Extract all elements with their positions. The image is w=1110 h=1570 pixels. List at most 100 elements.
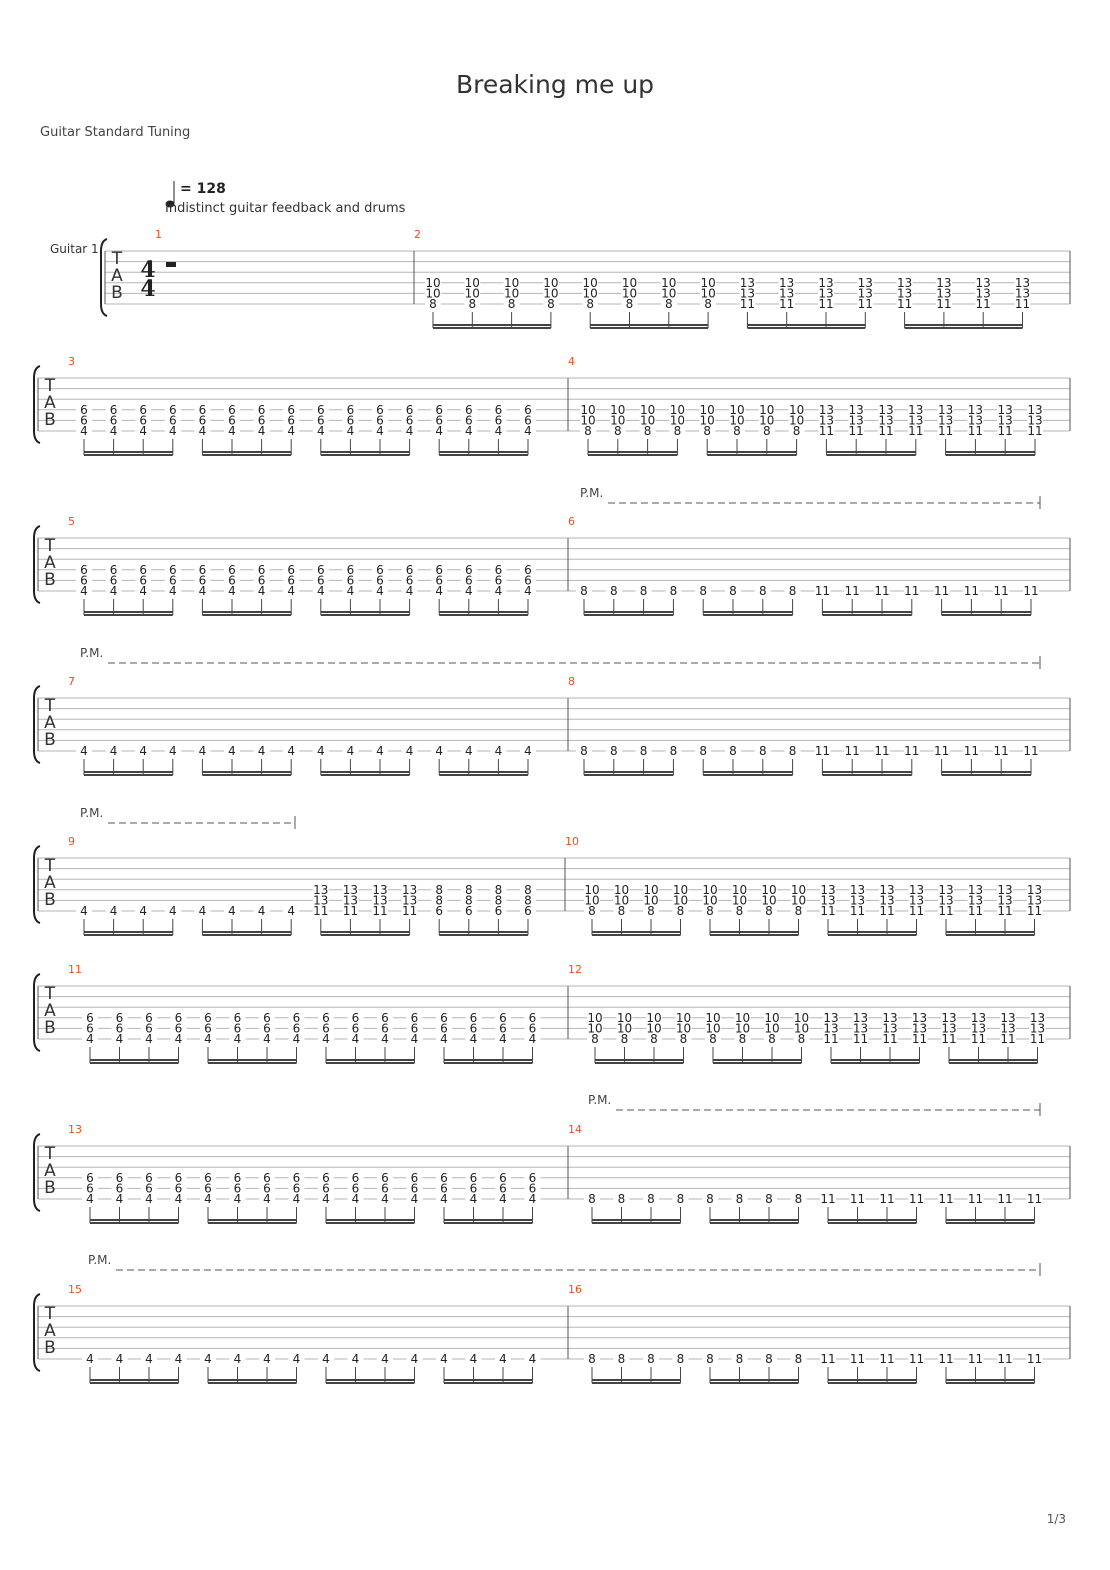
fret-number: 10: [640, 403, 655, 417]
fret-number: 13: [882, 1011, 897, 1025]
fret-number: 11: [853, 1032, 868, 1046]
fret-background: [823, 1022, 839, 1034]
fret-background: [135, 403, 152, 415]
fret-number: 11: [1027, 424, 1042, 438]
fret-background: [761, 905, 777, 916]
fret-number: 4: [293, 1352, 301, 1366]
fret-number: 10: [425, 286, 440, 300]
fret-background: [613, 883, 630, 895]
fret-background: [784, 745, 801, 756]
fret-number: 4: [317, 424, 325, 438]
fret-number: 10: [764, 1011, 779, 1025]
tab-clef-letter: A: [44, 1001, 56, 1021]
fret-number: 11: [372, 904, 387, 918]
fret-background: [372, 894, 388, 906]
measure-number: 2: [414, 228, 421, 241]
fret-number: 8: [644, 424, 652, 438]
fret-number: 6: [524, 563, 532, 577]
fret-background: [342, 745, 359, 756]
fret-background: [702, 883, 718, 895]
fret-background: [283, 425, 300, 436]
fret-number: 4: [347, 424, 355, 438]
fret-number: 6: [435, 413, 443, 427]
fret-number: 4: [347, 584, 355, 598]
fret-number: 6: [411, 1021, 419, 1035]
measure-number: 14: [568, 1123, 582, 1136]
fret-background: [967, 403, 984, 415]
fret-number: 8: [618, 1352, 626, 1366]
fret-number: 4: [406, 584, 414, 598]
fret-number: 11: [936, 297, 951, 311]
fret-background: [401, 425, 418, 436]
fret-number: 13: [908, 413, 923, 427]
fret-background: [431, 414, 448, 426]
fret-number: 6: [258, 573, 266, 587]
fret-number: 13: [1027, 893, 1042, 907]
fret-background: [401, 894, 418, 906]
fret-number: 4: [293, 1032, 301, 1046]
tab-clef-letter: A: [44, 393, 56, 413]
measure-number: 4: [568, 355, 575, 368]
fret-background: [790, 894, 807, 906]
fret-number: 6: [199, 413, 207, 427]
fret-background: [729, 403, 745, 415]
fret-number: 10: [732, 893, 747, 907]
fret-number: 6: [470, 1011, 478, 1025]
fret-background: [194, 585, 211, 596]
fret-background: [253, 425, 270, 436]
fret-number: 6: [317, 413, 325, 427]
time-signature-bottom: 4: [140, 276, 155, 302]
fret-number: 4: [440, 1352, 448, 1366]
fret-background: [635, 585, 652, 596]
fret-background: [194, 403, 211, 415]
fret-background: [194, 414, 211, 426]
fret-background: [229, 1193, 246, 1204]
fret-number: 11: [1023, 744, 1038, 758]
fret-number: 6: [145, 1021, 153, 1035]
fret-background: [852, 1011, 869, 1023]
fret-number: 6: [80, 403, 88, 417]
fret-number: 11: [968, 1352, 983, 1366]
fret-number: 11: [779, 297, 794, 311]
system-bracket: [33, 365, 41, 444]
fret-number: 4: [322, 1352, 330, 1366]
fret-number: 4: [524, 424, 532, 438]
fret-number: 6: [234, 1181, 242, 1195]
fret-background: [460, 574, 477, 586]
fret-background: [135, 563, 152, 575]
fret-background: [1014, 276, 1031, 288]
fret-number: 11: [938, 1352, 953, 1366]
fret-number: 13: [1015, 286, 1030, 300]
fret-background: [848, 403, 865, 415]
fret-background: [933, 585, 950, 596]
fret-number: 4: [258, 584, 266, 598]
fret-background: [170, 1171, 187, 1183]
fret-number: 4: [406, 744, 414, 758]
fret-number: 4: [524, 584, 532, 598]
fret-background: [695, 585, 712, 596]
fret-background: [613, 905, 630, 916]
fret-background: [135, 905, 152, 916]
fret-number: 6: [139, 403, 147, 417]
fret-number: 13: [976, 286, 991, 300]
fret-background: [660, 298, 677, 309]
fret-number: 13: [997, 883, 1012, 897]
fret-number: 11: [971, 1032, 986, 1046]
fret-number: 6: [470, 1181, 478, 1195]
fret-background: [520, 585, 536, 596]
fret-number: 6: [435, 563, 443, 577]
fret-background: [436, 1011, 452, 1023]
fret-background: [200, 1171, 216, 1183]
fret-background: [935, 276, 952, 288]
fret-background: [495, 1193, 511, 1204]
fret-background: [377, 1353, 393, 1364]
fret-number: 6: [139, 573, 147, 587]
fret-number: 8: [495, 893, 503, 907]
fret-background: [105, 585, 122, 596]
fret-background: [105, 425, 122, 436]
fret-background: [878, 403, 894, 415]
fret-background: [253, 745, 270, 756]
fret-background: [820, 905, 836, 916]
measure-number: 1: [155, 228, 162, 241]
fret-background: [342, 403, 359, 415]
